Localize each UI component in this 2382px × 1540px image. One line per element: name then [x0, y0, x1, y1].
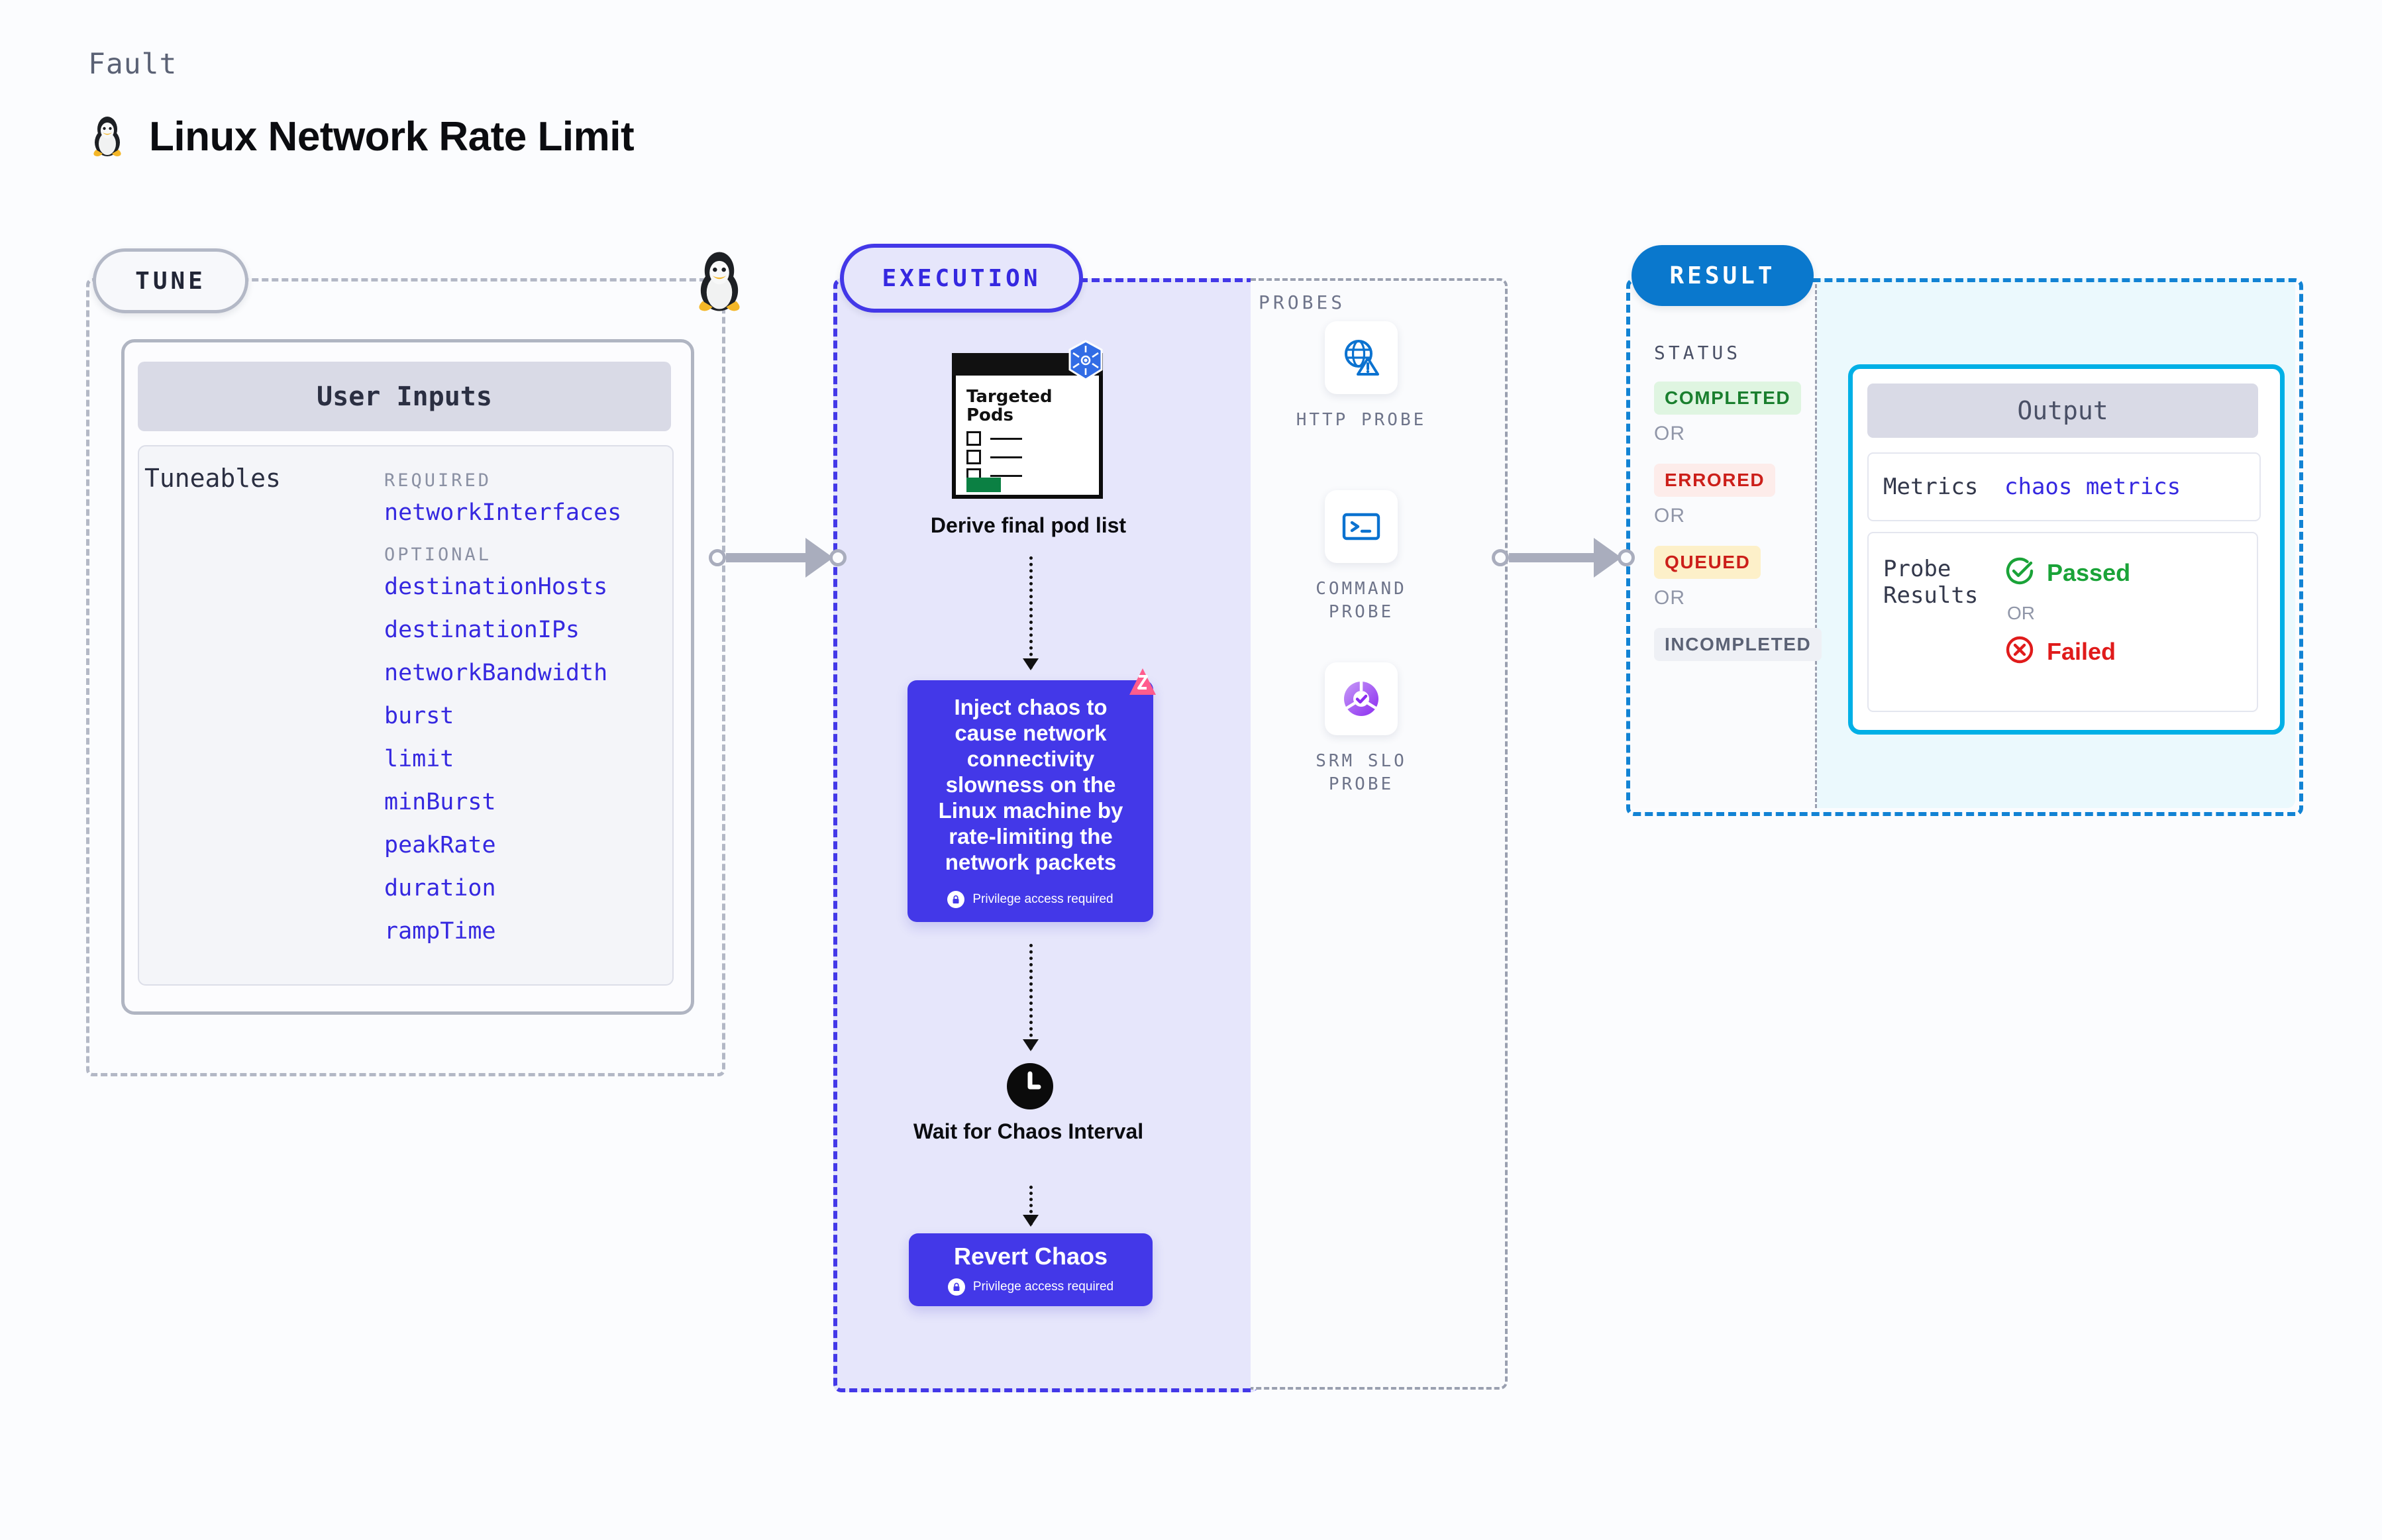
inject-chaos-step: Inject chaos to cause network connectivi…	[907, 668, 1156, 922]
tuneables-group-label: OPTIONAL	[384, 544, 492, 565]
status-badge: INCOMPLETED	[1654, 628, 1822, 661]
tune-panel	[86, 278, 725, 1076]
status-badge: COMPLETED	[1654, 382, 1802, 415]
tuneables-label: Tuneables	[144, 464, 281, 493]
revert-chaos-title: Revert Chaos	[953, 1243, 1108, 1270]
verdict-failed: Failed	[2004, 635, 2130, 668]
derive-pod-list-caption: Derive final pod list	[930, 513, 1127, 537]
result-status-column	[1626, 278, 1817, 808]
connector-tune-to-execution	[709, 538, 847, 578]
kubernetes-helm-icon	[1066, 340, 1106, 382]
status-label: STATUS	[1654, 342, 1741, 364]
tuneable-item[interactable]: burst	[384, 703, 454, 729]
privilege-note: Privilege access required	[907, 891, 1153, 908]
tuneable-item[interactable]: minBurst	[384, 789, 496, 815]
privilege-note-text: Privilege access required	[972, 1280, 1114, 1294]
tuneables-group-label: REQUIRED	[384, 470, 492, 491]
execution-panel-pill: EXECUTION	[840, 244, 1083, 313]
probe-srm-slo[interactable]: SRM SLO PROBE	[1278, 662, 1444, 796]
status-or-label: OR	[1654, 587, 1685, 609]
tuneable-item[interactable]: networkInterfaces	[384, 499, 622, 526]
page-title-row: Linux Network Rate Limit	[88, 113, 635, 161]
revert-chaos-step: Revert Chaos Privilege access required	[909, 1233, 1153, 1306]
status-bar	[966, 478, 1001, 492]
close-circle-icon	[2004, 635, 2035, 668]
output-header: Output	[1867, 384, 2258, 438]
tune-panel-pill: TUNE	[93, 248, 248, 313]
fault-eyebrow-label: Fault	[88, 48, 178, 81]
flow-connector	[1023, 556, 1039, 670]
targeted-pods-title: Targeted Pods	[966, 387, 1053, 426]
privilege-note: Privilege access required	[909, 1278, 1153, 1296]
check-circle-icon	[2004, 556, 2035, 590]
probe-srm-slo-label: SRM SLO PROBE	[1316, 751, 1407, 795]
probe-results-or-label: OR	[2007, 603, 2035, 623]
tux-penguin-icon	[691, 245, 748, 314]
status-or-label: OR	[1654, 505, 1685, 527]
flow-connector	[1023, 944, 1039, 1051]
tuneable-item[interactable]: duration	[384, 875, 496, 901]
probe-command-label: COMMAND PROBE	[1316, 579, 1407, 623]
result-panel-pill: RESULT	[1631, 245, 1814, 306]
tuneable-item[interactable]: limit	[384, 746, 454, 772]
status-badge: QUEUED	[1654, 546, 1761, 579]
clock-icon	[1007, 1063, 1053, 1109]
passed-label: Passed	[2047, 558, 2131, 586]
tuneable-item[interactable]: destinationHosts	[384, 574, 608, 600]
slo-donut-check-icon	[1325, 662, 1398, 735]
targeted-pods-card: Targeted Pods	[952, 340, 1103, 499]
tuneable-item[interactable]: peakRate	[384, 832, 496, 858]
failed-label: Failed	[2047, 637, 2116, 665]
probe-http-label: HTTP PROBE	[1296, 410, 1427, 430]
wait-for-chaos-caption: Wait for Chaos Interval	[913, 1119, 1144, 1143]
terminal-icon	[1325, 490, 1398, 563]
status-badge: ERRORED	[1654, 464, 1776, 497]
metrics-value-link[interactable]: chaos metrics	[2004, 474, 2181, 500]
tuneable-item[interactable]: rampTime	[384, 918, 496, 945]
status-or-label: OR	[1654, 423, 1685, 444]
lock-icon	[947, 891, 965, 908]
probes-label: PROBES	[1259, 291, 1346, 313]
inject-chaos-text: Inject chaos to cause network connectivi…	[938, 695, 1123, 874]
metrics-key: Metrics	[1883, 473, 1979, 500]
connector-execution-to-result	[1492, 538, 1635, 578]
probes-panel	[1251, 278, 1508, 1390]
metrics-row: Metrics chaos metrics	[1867, 452, 2261, 521]
list-item	[966, 431, 1022, 446]
list-item	[966, 450, 1022, 464]
verdict-passed: Passed	[2004, 556, 2130, 590]
result-panel	[1626, 278, 2303, 816]
tuneable-item[interactable]: destinationIPs	[384, 617, 580, 643]
page-title: Linux Network Rate Limit	[149, 114, 635, 160]
flow-connector	[1023, 1186, 1039, 1227]
tuneable-item[interactable]: networkBandwidth	[384, 660, 608, 686]
probe-http[interactable]: HTTP PROBE	[1278, 321, 1444, 432]
tuneables-box	[138, 445, 674, 986]
lock-icon	[947, 1278, 965, 1296]
user-inputs-header: User Inputs	[138, 362, 671, 431]
privilege-note-text: Privilege access required	[972, 892, 1113, 906]
litmus-chaos-icon	[1124, 666, 1161, 700]
globe-warning-icon	[1325, 321, 1398, 394]
probe-command[interactable]: COMMAND PROBE	[1278, 490, 1444, 624]
tux-penguin-icon	[88, 113, 127, 161]
